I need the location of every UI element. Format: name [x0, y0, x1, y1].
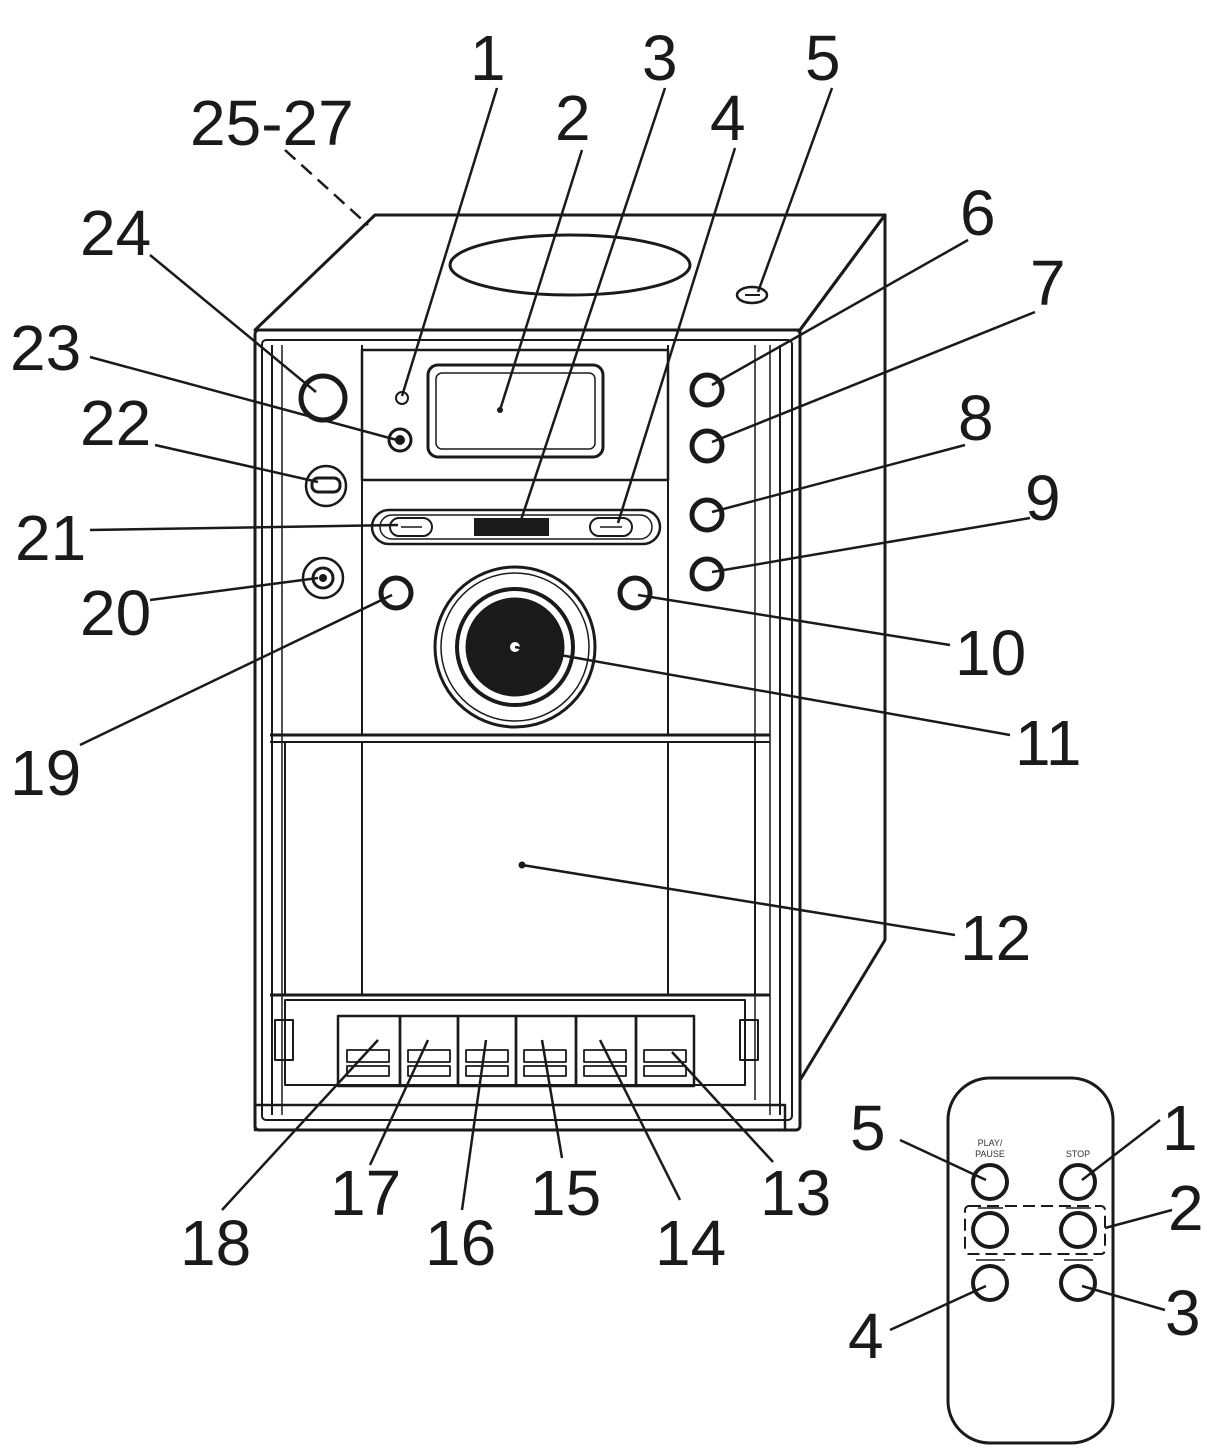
callout-6: 6	[960, 177, 996, 249]
device-top-lid	[253, 213, 887, 1132]
callout-11: 11	[1015, 707, 1081, 779]
callout-8: 8	[958, 382, 994, 454]
remote-play-pause-button	[971, 1163, 1009, 1201]
device-body	[253, 328, 802, 1132]
device-leader-lines	[79, 87, 1036, 1211]
callout-3: 3	[642, 22, 678, 94]
lid-open-button	[735, 285, 769, 305]
callout-13: 13	[760, 1157, 831, 1229]
callout-2: 2	[555, 82, 591, 154]
usb-port	[304, 464, 348, 508]
callout-10: 10	[955, 617, 1026, 689]
callout-14: 14	[655, 1207, 726, 1279]
callout-22: 22	[80, 387, 151, 459]
callout-5: 5	[805, 22, 841, 94]
button-6	[689, 372, 725, 408]
callout-9: 9	[1025, 462, 1061, 534]
button-19	[378, 575, 414, 611]
callout-23: 23	[10, 312, 81, 384]
device-callout-numbers: 1 2 3 4 5 6 7 8 9 10 11 12 13 14 15 16 1…	[10, 22, 1081, 1279]
callout-12: 12	[960, 902, 1031, 974]
callout-21: 21	[15, 502, 86, 574]
remote-play-label-2: PAUSE	[975, 1149, 1005, 1159]
cassette-door	[270, 733, 770, 997]
callout-24: 24	[80, 197, 151, 269]
cd-lid-window	[448, 233, 692, 297]
tuning-bar	[370, 508, 662, 546]
remote-callout-3: 3	[1165, 1277, 1201, 1349]
callout-25-27: 25-27	[190, 87, 354, 159]
callout-4: 4	[710, 82, 746, 154]
remote-callout-numbers: 5 1 2 4 3	[848, 1092, 1204, 1372]
callout-15: 15	[530, 1157, 601, 1229]
callout-17: 17	[330, 1157, 401, 1229]
remote-skip-forward-button	[1059, 1211, 1097, 1249]
cassette-keys	[274, 999, 759, 1088]
remote-vol-down-button	[971, 1264, 1009, 1302]
remote-stop-button	[1059, 1163, 1097, 1201]
remote-callout-5: 5	[850, 1092, 886, 1164]
remote-play-label-1: PLAY/	[978, 1138, 1003, 1148]
button-8	[689, 497, 725, 533]
remote-vol-up-button	[1059, 1264, 1097, 1302]
callout-7: 7	[1030, 247, 1066, 319]
callout-18: 18	[180, 1207, 251, 1279]
callout-19: 19	[10, 737, 81, 809]
remote-stop-label: STOP	[1066, 1149, 1090, 1159]
remote-callout-4: 4	[848, 1300, 884, 1372]
standby-button	[387, 427, 413, 453]
remote-callout-1: 1	[1162, 1092, 1198, 1164]
callout-1: 1	[470, 22, 506, 94]
callout-20: 20	[80, 577, 151, 649]
key-13	[634, 1014, 696, 1088]
headphone-jack	[301, 556, 345, 600]
button-7	[689, 428, 725, 464]
button-9	[689, 556, 725, 592]
callout-16: 16	[425, 1207, 496, 1279]
remote-skip-back-button	[971, 1211, 1009, 1249]
remote-control	[889, 1076, 1173, 1445]
remote-callout-2: 2	[1168, 1172, 1204, 1244]
button-10	[617, 575, 653, 611]
